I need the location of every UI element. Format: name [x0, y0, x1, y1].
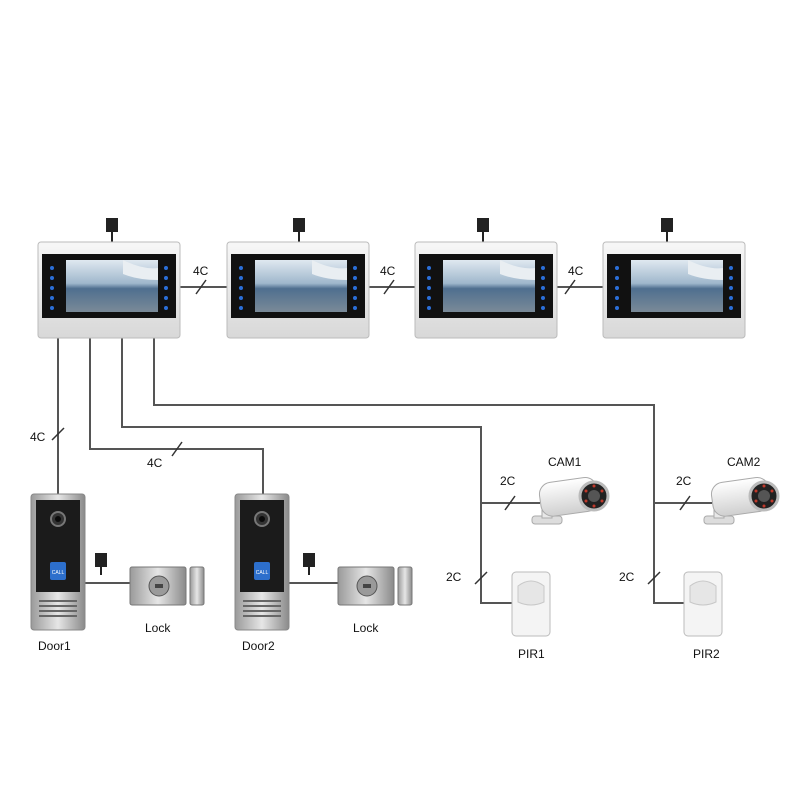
label-lock1: Lock	[145, 621, 171, 635]
monitor-3	[414, 218, 558, 339]
tick-mark	[504, 495, 516, 511]
monitor-left-buttons	[50, 266, 54, 310]
wire-cam2-trunk	[153, 338, 684, 604]
call-button	[254, 562, 270, 580]
monitor-4	[602, 218, 746, 339]
label-lock2: Lock	[353, 621, 379, 635]
label-pir1: PIR1	[518, 647, 545, 661]
tick-mark	[51, 427, 65, 441]
pir-sensor-2	[683, 571, 723, 637]
power-adapter-icon	[303, 553, 315, 575]
monitor-right-buttons	[541, 266, 545, 310]
camera-2	[703, 477, 780, 525]
power-adapter-icon	[661, 218, 673, 242]
screen-boat-shape	[688, 260, 723, 280]
label-door2: Door2	[242, 639, 275, 653]
call-button	[50, 562, 66, 580]
wire-label-monitor-3-4: 4C	[568, 264, 584, 278]
label-pir2: PIR2	[693, 647, 720, 661]
call-button-label: CALL	[256, 570, 269, 576]
pir-sensor-1	[511, 571, 551, 637]
ir-led-ring	[584, 484, 604, 508]
monitor-1	[37, 218, 181, 339]
device-labels: Door1 Lock Door2 Lock CAM1 PIR1 CAM2 PIR…	[38, 455, 761, 661]
monitor-left-buttons	[615, 266, 619, 310]
label-cam2: CAM2	[727, 455, 761, 469]
monitor-left-buttons	[427, 266, 431, 310]
door-station-1: CALL	[30, 493, 86, 631]
tick-mark	[171, 441, 183, 457]
power-adapter-icon	[106, 218, 118, 242]
tick-mark	[564, 279, 576, 295]
lock-2	[303, 553, 413, 606]
wire-labels: 4C 4C 4C 4C 4C 2C 2C 2C 2C	[30, 264, 692, 584]
lock-strike	[397, 566, 413, 606]
tick-mark	[383, 279, 395, 295]
monitor-right-buttons	[353, 266, 357, 310]
speaker-grille	[243, 600, 281, 617]
wire-label-door2: 4C	[147, 456, 163, 470]
door-station-2: CALL	[234, 493, 290, 631]
wire-door2	[89, 338, 264, 496]
tick-mark	[195, 279, 207, 295]
monitor-right-buttons	[729, 266, 733, 310]
ir-led-ring	[754, 484, 774, 508]
wire-label-pir2: 2C	[619, 570, 635, 584]
call-button-label: CALL	[52, 570, 65, 576]
wire-cam1-trunk	[121, 338, 512, 604]
screen-boat-shape	[123, 260, 158, 280]
wire-label-pir1: 2C	[446, 570, 462, 584]
wire-label-cam1: 2C	[500, 474, 516, 488]
speaker-grille	[39, 600, 77, 617]
wire-label-cam2: 2C	[676, 474, 692, 488]
wire-ticks	[51, 279, 691, 585]
lock-1	[95, 553, 205, 606]
pir-lens-icon	[517, 580, 545, 606]
label-door1: Door1	[38, 639, 71, 653]
monitor-right-buttons	[164, 266, 168, 310]
monitor-left-buttons	[239, 266, 243, 310]
monitor-2	[226, 218, 370, 339]
lock-strike	[189, 566, 205, 606]
pir-lens-icon	[689, 580, 717, 606]
wire-label-monitor-2-3: 4C	[380, 264, 396, 278]
tick-mark	[679, 495, 691, 511]
screen-boat-shape	[500, 260, 535, 280]
tick-mark	[647, 571, 661, 585]
label-cam1: CAM1	[548, 455, 582, 469]
screen-boat-shape	[312, 260, 347, 280]
camera-1	[531, 477, 610, 525]
power-adapter-icon	[95, 553, 107, 575]
tick-mark	[474, 571, 488, 585]
power-adapter-icon	[477, 218, 489, 242]
wire-label-door1: 4C	[30, 430, 46, 444]
wire-label-monitor-1-2: 4C	[193, 264, 209, 278]
power-adapter-icon	[293, 218, 305, 242]
